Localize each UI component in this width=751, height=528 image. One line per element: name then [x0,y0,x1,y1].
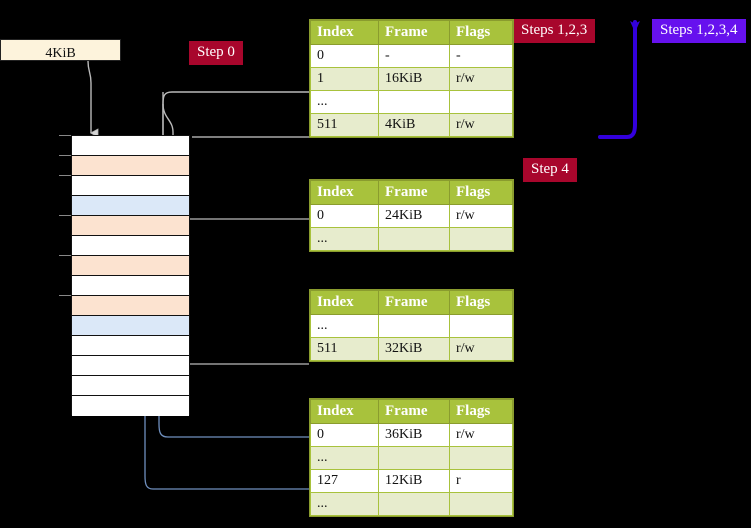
physical-memory-column [71,135,190,416]
cell-flags: r/w [449,423,513,447]
memory-frame-row [72,236,189,256]
memory-frame-row [72,276,189,296]
column-header-index: Index [310,180,379,205]
size-label-4kib: 4KiB [0,39,121,61]
cell-index: ... [310,90,379,114]
badge-steps-1234: Steps 1,2,3,4 [652,19,746,43]
cell-flags: r/w [449,337,513,361]
cell-index: 0 [310,423,379,447]
table-row: 0-- [310,44,513,68]
cell-index: 0 [310,204,379,228]
column-header-flags: Flags [449,399,513,424]
cell-index: ... [310,314,379,338]
memory-frame-row [72,316,189,336]
memory-frame-row [72,216,189,236]
badge-steps-123: Steps 1,2,3 [513,19,596,43]
table-row: ... [310,314,513,338]
steps-loop-arrow [598,20,640,139]
column-header-frame: Frame [378,20,450,45]
column-header-index: Index [310,290,379,315]
cell-index: 511 [310,337,379,361]
memory-boundary-tick [59,295,71,296]
cell-frame: 4KiB [378,113,450,137]
cell-flags: r/w [449,67,513,91]
cell-index: ... [310,446,379,470]
column-header-flags: Flags [449,20,513,45]
cell-index: 0 [310,44,379,68]
memory-frame-row [72,176,189,196]
badge-step-4: Step 4 [523,158,577,182]
column-header-frame: Frame [378,180,450,205]
cell-flags: r [449,469,513,493]
memory-frame-row [72,296,189,316]
memory-frame-row [72,196,189,216]
badge-step-0: Step 0 [189,41,243,65]
table-row: ... [310,90,513,114]
cell-index: ... [310,492,379,516]
cell-index: 1 [310,67,379,91]
cell-frame [378,227,450,251]
cell-frame: 16KiB [378,67,450,91]
column-header-flags: Flags [449,180,513,205]
cell-flags [449,446,513,470]
cell-flags [449,90,513,114]
cell-frame: 24KiB [378,204,450,228]
memory-frame-row [72,376,189,396]
cell-index: ... [310,227,379,251]
memory-boundary-tick [59,135,71,136]
memory-boundary-tick [59,175,71,176]
cell-frame: - [378,44,450,68]
column-header-flags: Flags [449,290,513,315]
column-header-index: Index [310,20,379,45]
cell-flags [449,227,513,251]
size-label-leader [87,60,91,133]
memory-boundary-tick [59,155,71,156]
memory-boundary-tick [59,215,71,216]
memory-frame-row [72,156,189,176]
column-header-frame: Frame [378,290,450,315]
cell-frame [378,314,450,338]
cell-flags [449,314,513,338]
wire-pdp-to-memory [179,218,309,245]
cell-frame [378,90,450,114]
cell-frame [378,446,450,470]
wire-pd-to-memory [179,312,309,365]
column-header-frame: Frame [378,399,450,424]
cell-frame [378,492,450,516]
memory-frame-row [72,396,189,416]
cell-flags: - [449,44,513,68]
cell-flags: r/w [449,204,513,228]
table-row: ... [310,446,513,470]
table-row: ... [310,492,513,516]
memory-boundary-tick [59,255,71,256]
cell-flags [449,492,513,516]
memory-frame-row [72,336,189,356]
memory-frame-row [72,356,189,376]
cell-frame: 32KiB [378,337,450,361]
cell-index: 127 [310,469,379,493]
cell-index: 511 [310,113,379,137]
cell-frame: 36KiB [378,423,450,447]
table-row: ... [310,227,513,251]
memory-frame-row [72,136,189,156]
memory-frame-row [72,256,189,276]
column-header-index: Index [310,399,379,424]
cell-flags: r/w [449,113,513,137]
cell-frame: 12KiB [378,469,450,493]
